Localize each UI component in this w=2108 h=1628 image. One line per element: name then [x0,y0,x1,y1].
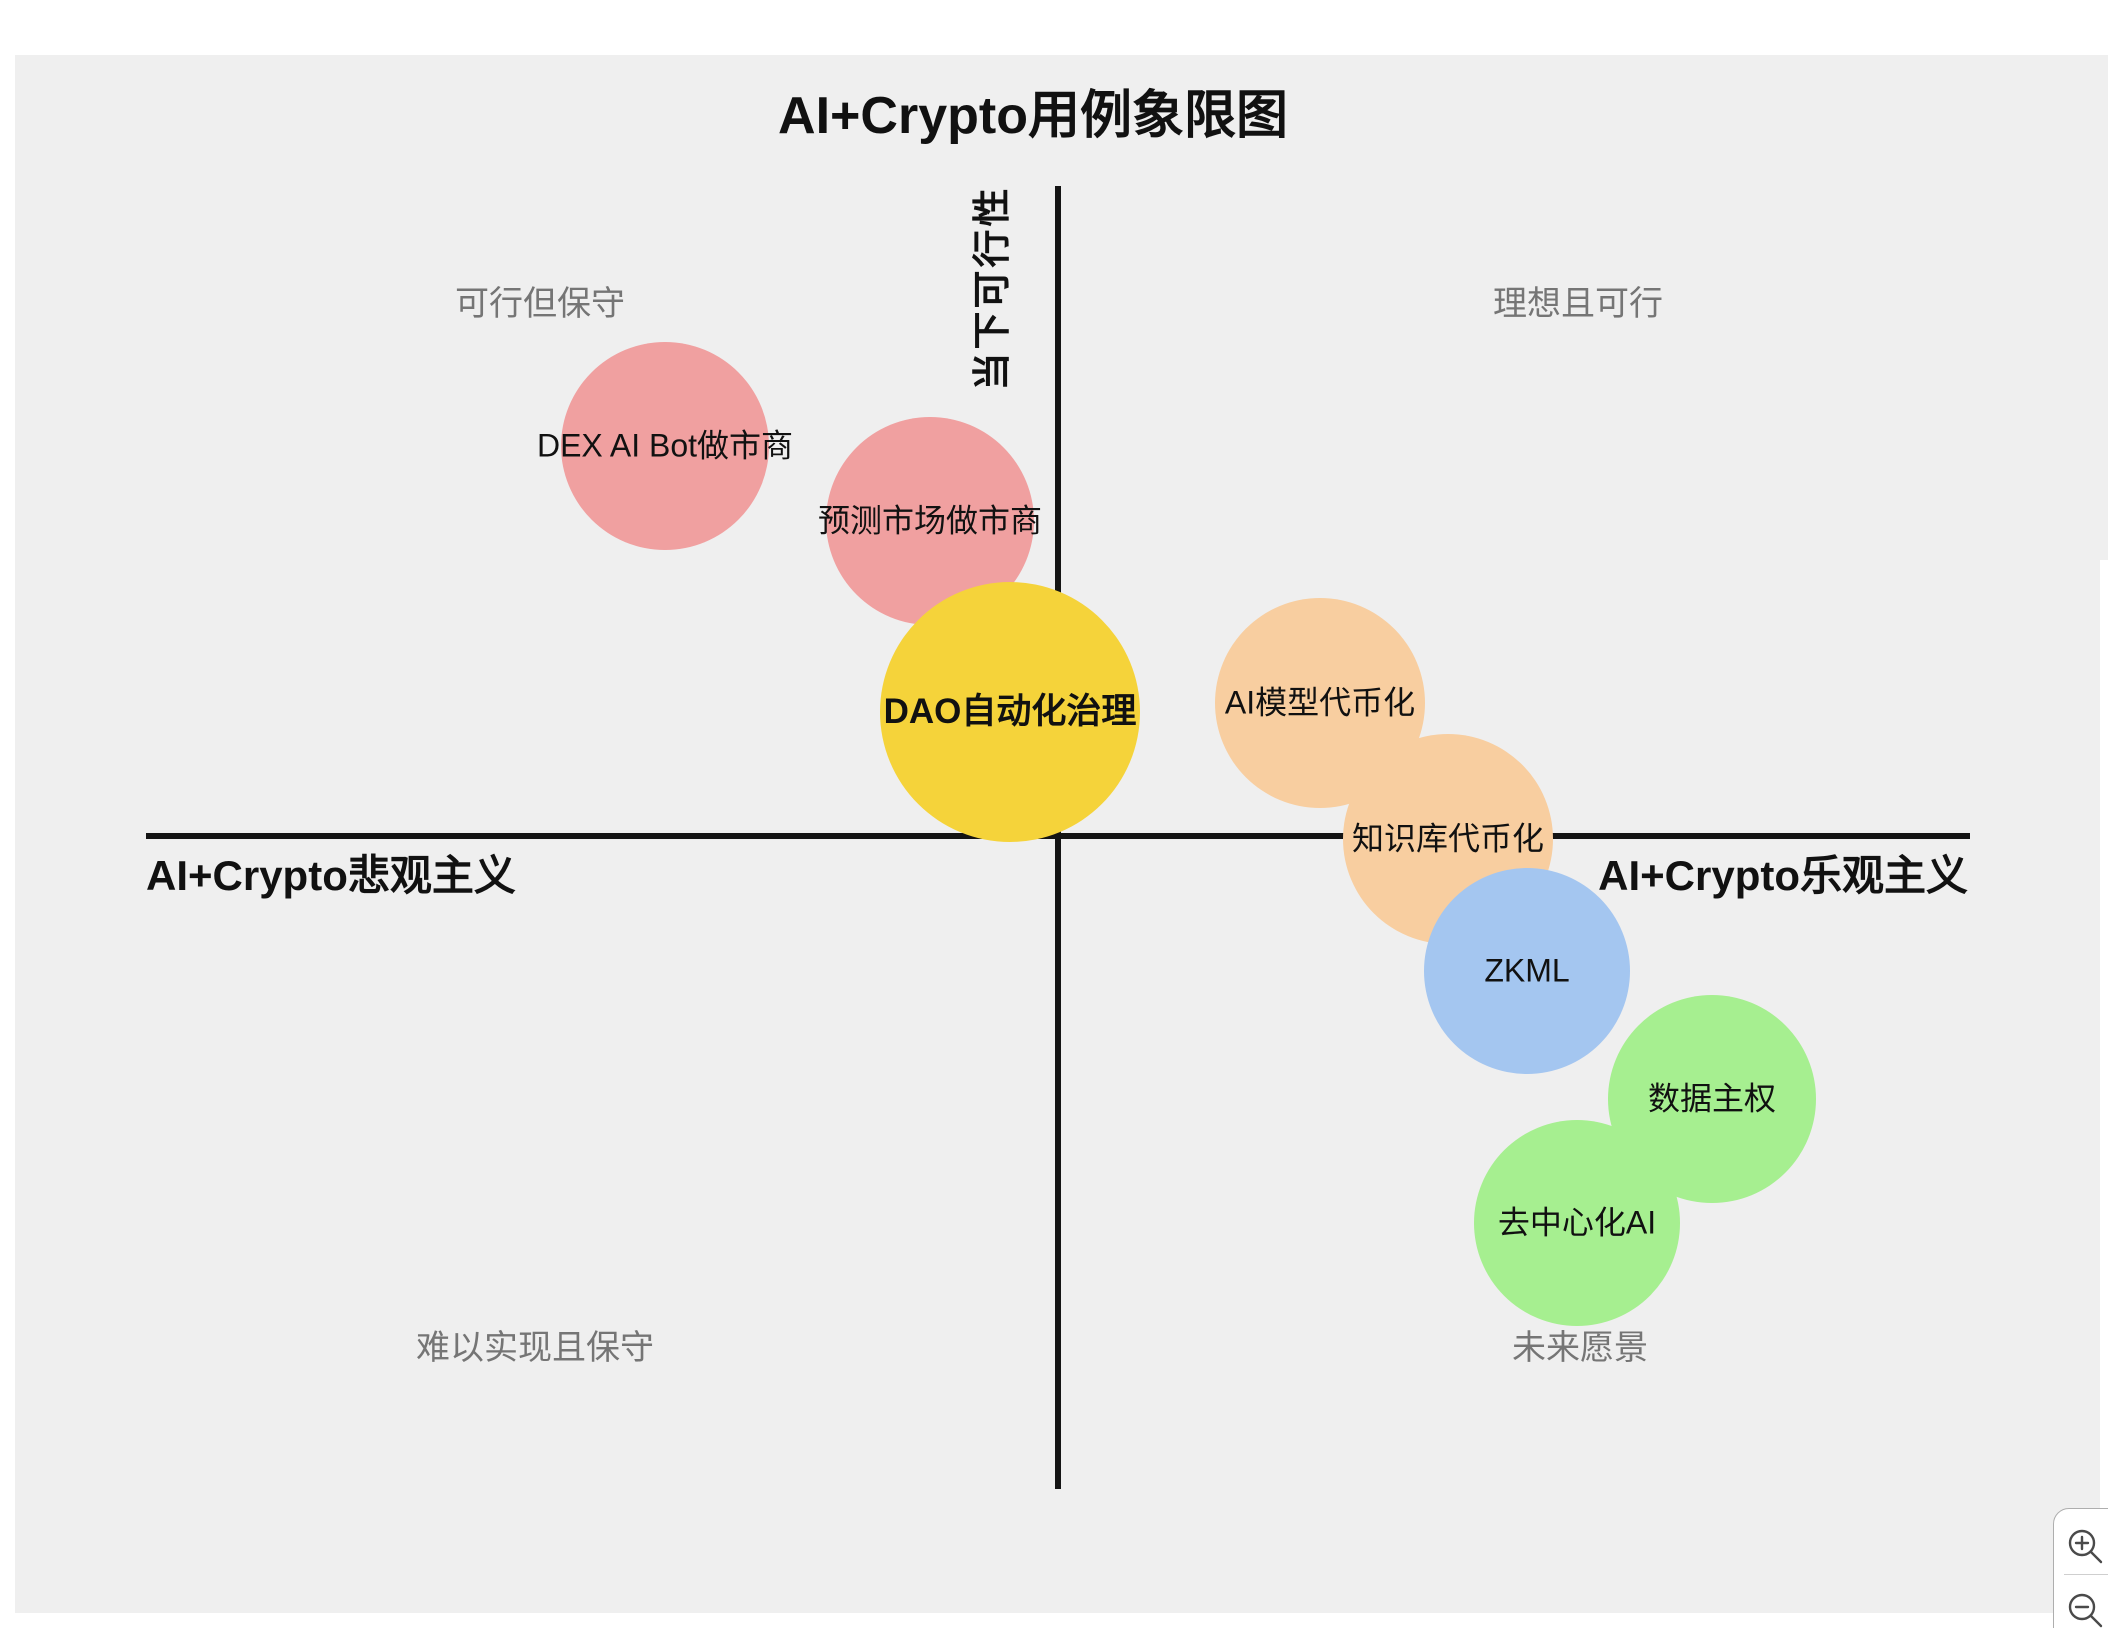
zoom-controls-panel [2053,1508,2108,1628]
bubble-label: 知识库代币化 [1351,820,1545,857]
quadrant-label-bottom-right: 未来愿景 [1512,1329,1648,1367]
bubble-label: 去中心化AI [1497,1204,1657,1241]
bubble-label: ZKML [1484,952,1570,989]
bubble: DEX AI Bot做市商 [537,342,793,550]
zoom-panel-divider [2064,1574,2108,1575]
quadrant-label-top-right: 理想且可行 [1493,285,1663,323]
bubble-label: 预测市场做市商 [817,502,1043,539]
quadrant-label-bottom-left: 难以实现且保守 [416,1329,654,1367]
x-axis-line [146,833,1970,839]
x-axis-right-label: AI+Crypto乐观主义 [1598,852,1968,899]
magnifier-minus-icon [2064,1593,2108,1628]
magnifier-plus-icon [2064,1529,2108,1572]
chart-title: AI+Crypto用例象限图 [778,87,1288,145]
bubble-label: DEX AI Bot做市商 [536,427,794,464]
right-edge-gutter [2100,560,2108,1613]
bubble-label: 数据主权 [1647,1080,1777,1117]
bubble: DAO自动化治理 [880,582,1140,842]
y-axis-label: 当下可行性 [972,185,1014,391]
bubble-label: DAO自动化治理 [883,691,1137,731]
bubble: ZKML [1424,868,1630,1074]
zoom-out-button[interactable] [2064,1589,2108,1628]
bubble-label: AI模型代币化 [1224,684,1416,721]
zoom-in-button[interactable] [2064,1525,2108,1569]
quadrant-label-top-left: 可行但保守 [455,285,625,323]
x-axis-left-label: AI+Crypto悲观主义 [146,852,516,899]
bubble: 去中心化AI [1474,1120,1680,1326]
